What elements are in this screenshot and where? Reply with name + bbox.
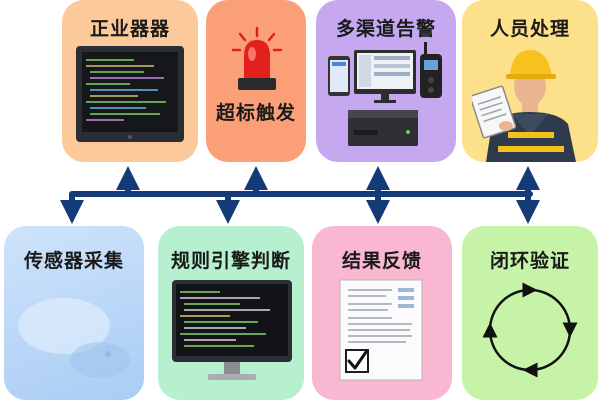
node-personnel-handling: 人员处理: [462, 0, 598, 162]
node-rule-engine: 规则引擎判断: [158, 226, 304, 400]
node-label: 正业器器: [89, 18, 170, 40]
monitor-icon: [76, 46, 184, 142]
node-label: 结果反馈: [341, 250, 422, 272]
node-closed-loop: 闭环验证: [462, 226, 598, 400]
sensor-blur-image: [18, 298, 130, 378]
node-multichannel-alarm: 多渠道告警: [316, 0, 456, 162]
report-checkmark-icon: [339, 279, 423, 381]
devices-icon: [328, 42, 442, 146]
node-label: 规则引擎判断: [170, 250, 291, 272]
node-label: 超标触发: [215, 102, 296, 124]
node-label: 多渠道告警: [335, 18, 436, 40]
code-monitor-icon: [172, 280, 292, 380]
node-sensor-collection: 传感器采集: [4, 226, 144, 400]
node-label: 闭环验证: [489, 250, 570, 272]
worker-icon: [472, 50, 576, 162]
node-industrial-pc: 正业器器: [62, 0, 198, 162]
node-threshold-trigger: 超标触发: [206, 0, 306, 162]
alarm-light-icon: [232, 26, 282, 90]
node-result-feedback: 结果反馈: [312, 226, 452, 400]
node-label: 传感器采集: [23, 250, 124, 272]
cycle-arrows-icon: [482, 282, 578, 378]
node-label: 人员处理: [489, 18, 570, 40]
